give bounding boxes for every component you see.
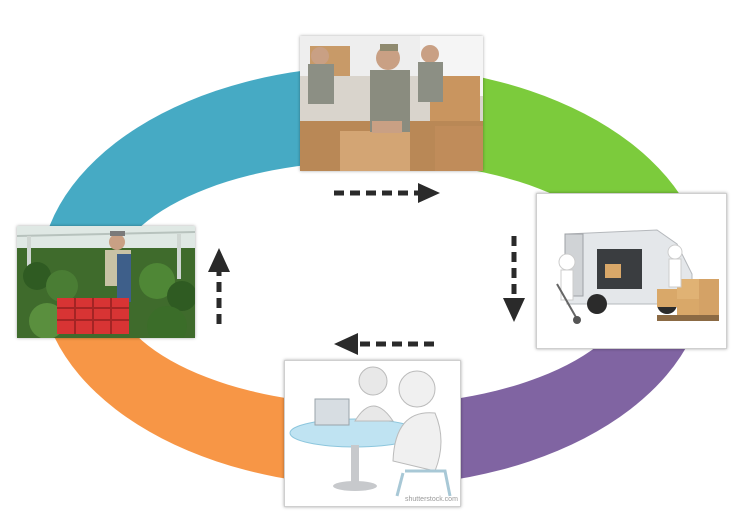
farmer-harvesting-image bbox=[17, 226, 195, 338]
arrow-right-icon bbox=[334, 183, 440, 203]
delivery-van-boxes-image bbox=[536, 193, 727, 349]
arrow-left-icon bbox=[334, 333, 434, 355]
watermark-text: shutterstock.com bbox=[405, 496, 458, 503]
arrow-up-icon bbox=[208, 248, 230, 324]
business-meeting-desk-image: shutterstock.com bbox=[284, 360, 461, 507]
workers-packing-boxes-image bbox=[300, 36, 483, 171]
arrow-down-icon bbox=[503, 236, 525, 322]
ring-segment-top-left bbox=[40, 66, 373, 276]
